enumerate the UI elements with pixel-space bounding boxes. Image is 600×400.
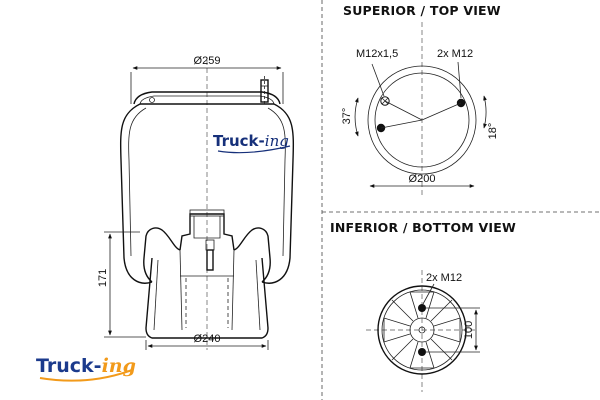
bottom-diameter-dimension: Ø240 [145,333,269,350]
top-view-outer-circle [367,65,477,175]
height-dimension: 171 [97,231,146,338]
logo-swoosh [39,369,133,382]
top-angle-right-label: 18° [487,123,499,140]
top-diameter-label: Ø259 [194,55,221,67]
bottom-view-spokes [383,291,461,369]
bottom-view-outer-circle [377,285,467,375]
bellow-brand: Truck-ing [213,132,291,154]
bottom-view-title: INFERIOR / BOTTOM VIEW [330,220,516,235]
bottom-diameter-label: Ø240 [194,333,221,345]
top-angle-left-label: 37° [341,108,353,125]
top-view-title: SUPERIOR / TOP VIEW [343,3,501,18]
bottom-view: INFERIOR / BOTTOM VIEW 2x M12 100 [330,220,516,392]
top-diameter-dimension: Ø259 [130,55,284,104]
bellow-brand-text: Truck-ing [213,132,289,150]
bottom-bolts-label: 2x M12 [426,272,462,284]
top-plate [133,91,281,105]
bellow [119,103,295,284]
truck-ing-logo: Truck-ing [36,355,136,382]
top-bolt-right-label: 2x M12 [437,48,473,60]
top-view-inner-circle [374,72,470,168]
logo-text: Truck-ing [36,355,136,377]
piston [143,209,271,339]
mounting-stud [260,76,269,104]
top-bolt-left-label: M12x1,5 [356,48,398,60]
bottom-distance-label: 100 [463,321,475,339]
top-circle-diameter-label: Ø200 [409,173,436,185]
section-separators [321,0,600,400]
height-label: 171 [97,269,109,287]
bottom-bolt-bottom [418,348,426,356]
side-view: Ø259 Truck-ing [97,55,295,350]
bottom-bolt-top [418,304,426,312]
top-view: SUPERIOR / TOP VIEW M12x1,5 2x M12 37° 1… [341,3,501,196]
